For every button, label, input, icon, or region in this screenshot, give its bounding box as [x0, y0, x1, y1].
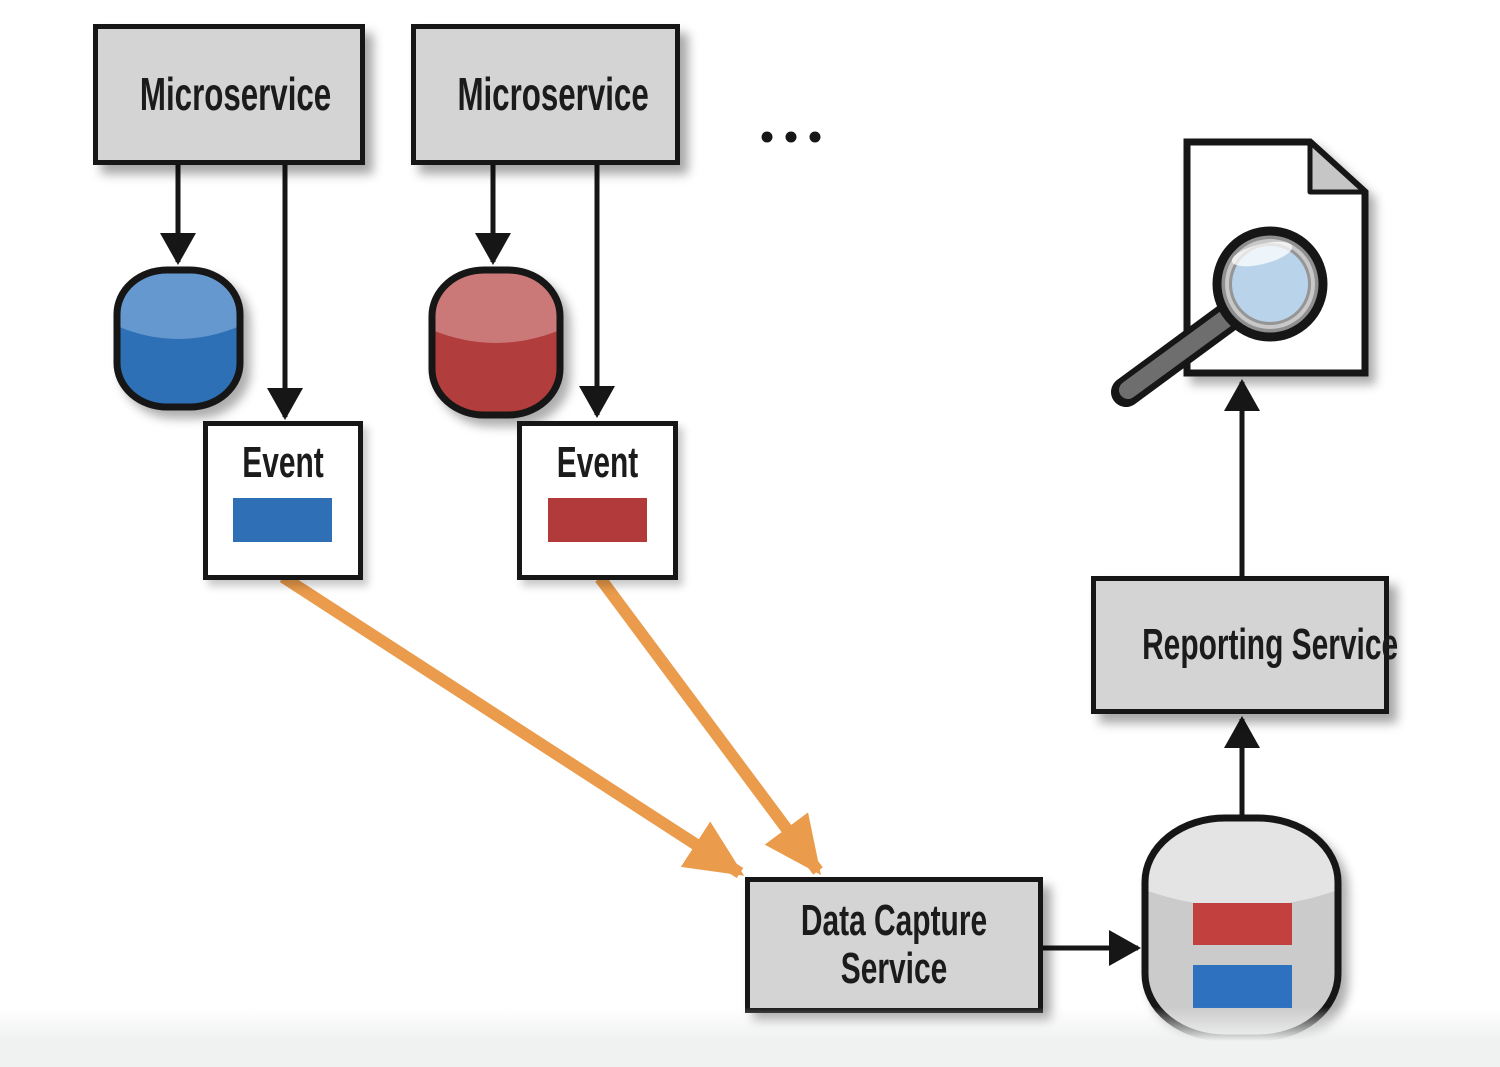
- node-data-capture-service: Data Capture Service: [745, 877, 1043, 1013]
- arrow-event2-to-dcs: [595, 574, 823, 876]
- arrow-event1-to-dcs: [279, 571, 745, 879]
- node-event-2: Event: [517, 421, 678, 580]
- magnifying-glass-icon: [1111, 226, 1328, 407]
- event-1-color-swatch: [233, 498, 332, 542]
- node-microservice-2: Microservice: [411, 24, 680, 165]
- captured-blue-event-record: [1193, 965, 1292, 1008]
- footer-gradient: [0, 1007, 1500, 1041]
- data-capture-service-label: Data Capture Service: [800, 896, 988, 993]
- footer-strip: [0, 1041, 1500, 1067]
- node-microservice-1: Microservice: [93, 24, 365, 165]
- orange-arrows: [279, 571, 823, 879]
- event-1-label: Event: [242, 438, 324, 487]
- reporting-service-label: Reporting Service: [1142, 620, 1399, 670]
- database-cylinder-blue-icon: [113, 266, 244, 411]
- event-2-label: Event: [556, 438, 639, 487]
- microservice-2-label: Microservice: [457, 67, 649, 120]
- node-reporting-service: Reporting Service: [1091, 576, 1399, 714]
- database-cylinder-red-icon: [428, 266, 564, 419]
- ellipsis-icon: [761, 131, 821, 143]
- aggregate-database-cylinder-icon: [1141, 814, 1342, 1042]
- event-2-color-swatch: [548, 498, 647, 542]
- captured-red-event-record: [1193, 903, 1292, 945]
- microservice-1-label: Microservice: [139, 67, 332, 120]
- node-event-1: Event: [203, 421, 363, 580]
- document-magnifier-icon: [1111, 138, 1369, 407]
